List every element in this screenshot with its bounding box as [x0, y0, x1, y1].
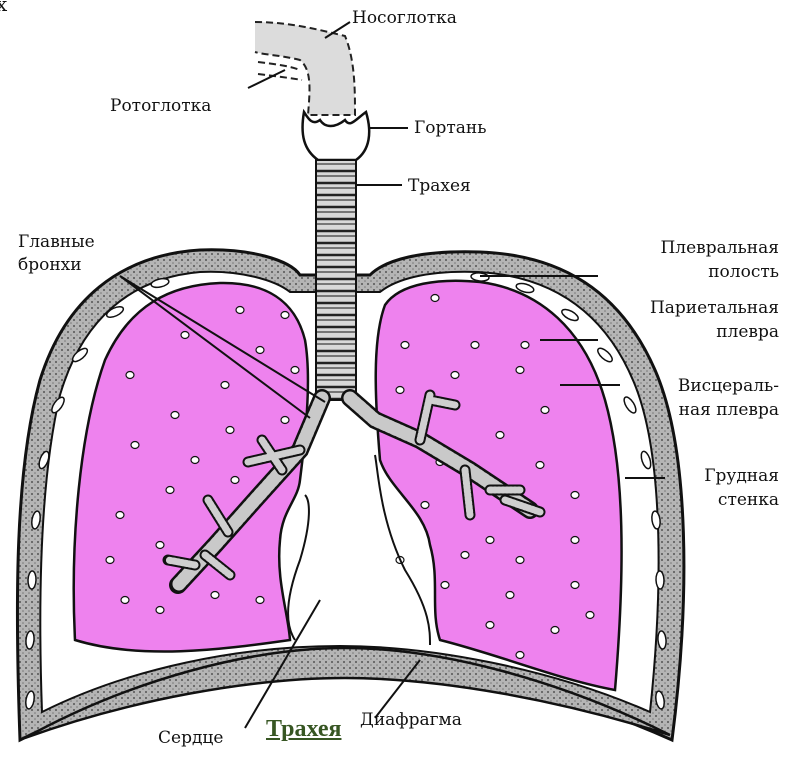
- alveolus-dot: [516, 557, 524, 564]
- alveolus-dot: [441, 582, 449, 589]
- alveolus-dot: [571, 582, 579, 589]
- label-visceral-pleura-1: Висцераль-: [678, 376, 779, 396]
- alveolus-dot: [521, 342, 529, 349]
- label-nasopharynx: Носоглотка: [352, 8, 457, 28]
- alveolus-dot: [181, 332, 189, 339]
- alveolus-dot: [536, 462, 544, 469]
- alveolus-dot: [551, 627, 559, 634]
- label-heart: Сердце: [158, 728, 223, 748]
- label-pleural-cavity-1: Плевральная: [660, 238, 779, 258]
- alveolus-dot: [131, 442, 139, 449]
- alveolus-dot: [156, 542, 164, 549]
- alveolus-dot: [451, 372, 459, 379]
- alveolus-dot: [106, 557, 114, 564]
- alveolus-dot: [171, 412, 179, 419]
- alveolus-dot: [211, 592, 219, 599]
- alveolus-dot: [256, 347, 264, 354]
- alveolus-dot: [281, 417, 289, 424]
- alveolus-dot: [571, 537, 579, 544]
- alveolus-dot: [506, 592, 514, 599]
- trachea: [316, 160, 356, 400]
- label-visceral-pleura-2: ная плевра: [679, 400, 779, 420]
- alveolus-dot: [256, 597, 264, 604]
- alveolus-dot: [226, 427, 234, 434]
- alveolus-dot: [431, 295, 439, 302]
- alveolus-dot: [191, 457, 199, 464]
- larynx: [303, 112, 370, 160]
- alveolus-dot: [421, 502, 429, 509]
- alveolus-dot: [486, 537, 494, 544]
- alveolus-dot: [471, 342, 479, 349]
- label-oropharynx: Ротоглотка: [110, 96, 211, 116]
- alveolus-dot: [221, 382, 229, 389]
- alveolus-dot: [396, 387, 404, 394]
- label-main-bronchi-1: Главные: [18, 232, 95, 252]
- nasopharynx: [255, 22, 355, 115]
- alveolus-dot: [166, 487, 174, 494]
- label-trachea: Трахея: [408, 176, 471, 196]
- alveolus-dot: [291, 367, 299, 374]
- label-diaphragm: Диафрагма: [360, 710, 462, 730]
- alveolus-dot: [461, 552, 469, 559]
- label-parietal-pleura-2: плевра: [716, 322, 779, 342]
- alveolus-dot: [516, 652, 524, 659]
- alveolus-dot: [236, 307, 244, 314]
- alveolus-dot: [571, 492, 579, 499]
- alveolus-dot: [496, 432, 504, 439]
- corner-mark: x: [0, 0, 7, 16]
- alveolus-dot: [116, 512, 124, 519]
- label-chest-wall-2: стенка: [718, 490, 779, 510]
- alveolus-dot: [121, 597, 129, 604]
- alveolus-dot: [516, 367, 524, 374]
- alveolus-dot: [281, 312, 289, 319]
- alveolus-dot: [156, 607, 164, 614]
- alveolus-dot: [231, 477, 239, 484]
- label-parietal-pleura-1: Париетальная: [650, 298, 779, 318]
- alveolus-dot: [486, 622, 494, 629]
- oropharynx: [258, 62, 302, 80]
- rib-mark: [28, 571, 37, 589]
- label-chest-wall-1: Грудная: [704, 466, 779, 486]
- label-main-bronchi-2: бронхи: [18, 255, 82, 275]
- caption-link[interactable]: Трахея: [266, 716, 341, 743]
- alveolus-dot: [401, 342, 409, 349]
- alveolus-dot: [541, 407, 549, 414]
- alveolus-dot: [586, 612, 594, 619]
- label-larynx: Гортань: [414, 118, 487, 138]
- label-pleural-cavity-2: полость: [708, 262, 779, 282]
- rib-mark: [656, 571, 665, 589]
- alveolus-dot: [126, 372, 134, 379]
